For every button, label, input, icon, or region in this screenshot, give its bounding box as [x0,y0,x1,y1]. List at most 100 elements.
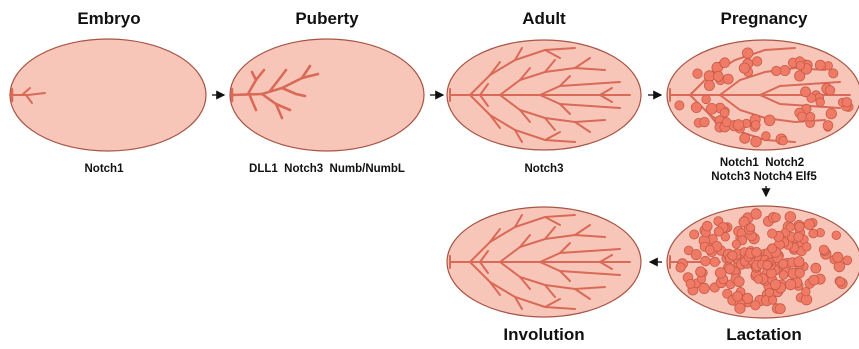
alveolus [802,287,811,296]
alveolus [702,95,711,104]
alveolus [706,103,717,114]
involution-gland [447,207,641,317]
alveolus [713,71,723,81]
alveolus [714,227,723,236]
alveolus [691,250,701,260]
alveolus [826,109,836,119]
stage-title-lactation: Lactation [726,325,802,344]
alveolus [693,69,702,78]
alveolus [696,267,706,277]
alveolus [752,57,761,66]
lactation-gland [667,206,859,318]
alveolus [770,280,780,290]
alveolus [779,259,788,268]
alveolus [806,112,815,121]
alveolus [705,245,714,254]
alveolus [763,261,772,270]
alveolus [710,257,719,266]
alveolus [833,252,843,262]
alveolus [809,275,819,285]
alveolus [772,66,781,75]
alveolus [785,212,796,223]
embryo-gland [10,39,206,151]
alveolus [754,275,762,283]
gene-label-pregnancy-line1: Notch1 Notch2 [720,157,804,169]
alveolus [733,292,743,302]
alveolus [829,69,838,78]
alveolus [690,230,699,239]
alveolus [751,301,760,310]
alveolus [834,261,845,272]
alveolus [728,251,737,260]
alveolus [691,102,701,112]
gene-label-embryo: Notch1 [85,163,125,175]
alveolus [816,98,825,107]
alveolus [762,132,771,141]
alveolus [751,136,762,147]
alveolus [720,108,729,117]
alveolus [795,268,805,278]
alveolus [836,277,845,286]
alveolus [779,271,788,280]
puberty-gland [230,39,424,151]
alveolus [764,115,775,126]
alveolus [804,219,814,229]
alveolus [699,283,709,293]
alveolus [832,231,841,240]
alveolus [768,229,777,238]
alveolus [740,133,750,143]
alveolus [701,256,711,266]
alveolus [809,229,818,238]
stage-title-puberty: Puberty [295,9,359,28]
alveolus [815,60,825,70]
pregnancy-gland [667,40,859,150]
alveolus [739,63,749,73]
alveolus [700,117,709,126]
alveolus [686,279,695,288]
gene-label-puberty: DLL1 Notch3 Numb/NumbL [249,163,405,175]
alveolus [802,243,811,252]
alveolus [675,101,684,110]
alveolus [702,221,712,231]
alveolus [801,87,811,97]
alveolus [795,222,804,231]
alveolus [786,223,795,232]
alveolus [732,240,740,248]
alveolus [842,98,852,108]
gene-label-adult: Notch3 [525,163,564,175]
alveolus [819,245,828,254]
alveolus [780,65,790,75]
alveolus [722,118,731,127]
alveolus [797,112,806,121]
alveolus [843,256,852,265]
alveolus [752,247,762,257]
alveolus [715,268,726,279]
stage-title-embryo: Embryo [77,9,140,28]
alveolus [742,48,753,59]
alveolus [794,232,803,241]
adult-gland [447,40,641,150]
stage-title-involution: Involution [503,325,584,344]
stage-title-pregnancy: Pregnancy [721,9,808,28]
alveolus [775,304,785,314]
alveolus [811,263,821,273]
alveolus [794,257,804,267]
alveolus [733,120,744,131]
alveolus [823,121,833,131]
alveolus [751,209,761,219]
alveolus [826,86,835,95]
alveolus [746,224,754,232]
alveolus [704,80,714,90]
alveolus [676,263,685,272]
alveolus [768,244,777,253]
alveolus [772,213,781,222]
alveolus [796,61,804,69]
gene-label-pregnancy-line2: Notch3 Notch4 Elf5 [711,171,817,183]
alveolus [751,121,760,130]
alveolus [720,58,730,68]
alveolus [785,279,796,290]
stage-title-adult: Adult [522,9,566,28]
alveolus [735,303,745,313]
alveolus [765,288,774,297]
